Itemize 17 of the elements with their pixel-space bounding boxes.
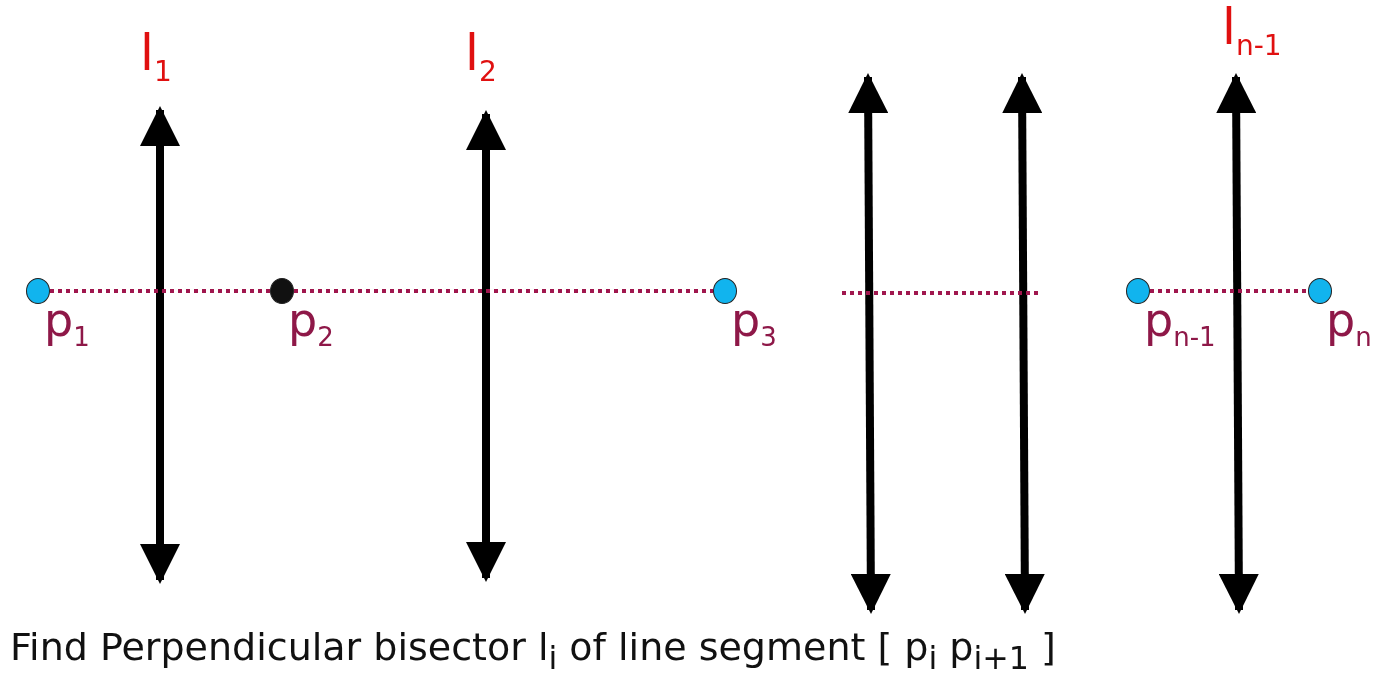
line-label: l$_{n-1}$ [1222, 2, 1282, 60]
point-dot [270, 278, 294, 304]
dotted-line [294, 289, 713, 293]
dotted-line [1150, 289, 1308, 293]
line-label: l$_{1}$ [140, 28, 172, 86]
point-dot [1308, 278, 1332, 304]
line-label: l$_{2}$ [465, 28, 497, 86]
point-dot [26, 278, 50, 304]
caption: Find Perpendicular bisector l$_{i}$ of line segment [ p$_{i}$ p$_{i+1}$ ] [10, 625, 1056, 676]
point-label: p$_{2}$ [288, 297, 334, 351]
dotted-line [50, 289, 270, 293]
point-label: p$_{n-1}$ [1144, 297, 1216, 351]
point-label: p$_{1}$ [44, 297, 90, 351]
point-label: p$_{n}$ [1326, 297, 1372, 351]
point-dot [713, 278, 737, 304]
point-label: p$_{3}$ [731, 297, 777, 351]
point-dot [1126, 278, 1150, 304]
